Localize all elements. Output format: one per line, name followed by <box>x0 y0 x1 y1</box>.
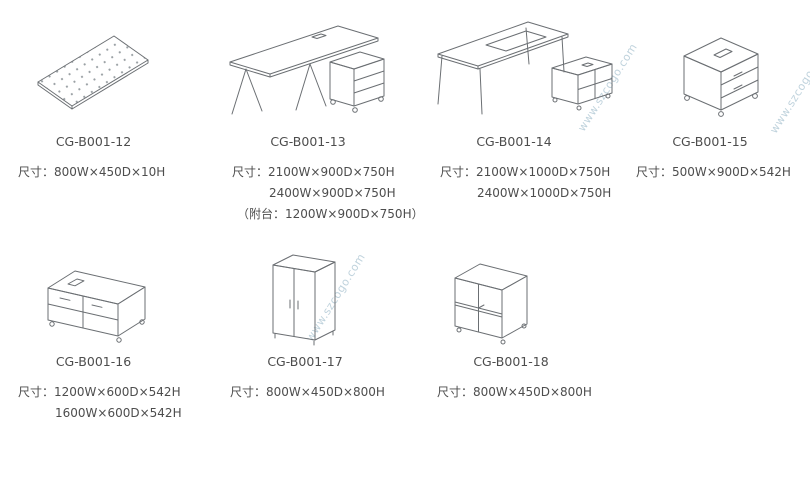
product-dimensions: 尺寸：500W×900D×542H <box>636 162 791 183</box>
dimension-line: 2400W×1000D×750H <box>477 186 612 200</box>
dimension-line: 尺寸：800W×450D×10H <box>18 165 166 179</box>
dimension-line: 尺寸：800W×450D×800H <box>230 385 385 399</box>
l-shaped-desk-drawing <box>226 12 394 122</box>
dimension-line: （附台：1200W×900D×750H） <box>237 207 424 221</box>
product-dimensions: 尺寸：2100W×1000D×750H 2400W×1000D×750H <box>440 162 611 204</box>
low-cabinet-drawing <box>44 258 149 343</box>
product-code: CG-B001-17 <box>267 354 343 369</box>
product-code: CG-B001-13 <box>270 134 346 149</box>
open-shelf-cabinet-drawing <box>450 256 532 348</box>
product-dimensions: 尺寸：800W×450D×800H <box>230 382 385 403</box>
dimension-line: 尺寸：2100W×1000D×750H <box>440 165 611 179</box>
product-code: CG-B001-12 <box>55 134 132 149</box>
dimension-line: 尺寸：500W×900D×542H <box>636 165 791 179</box>
dimension-line: 2400W×900D×750H <box>269 186 396 200</box>
product-dimensions: 尺寸：1200W×600D×542H 1600W×600D×542H <box>18 382 182 424</box>
product-code: CG-B001-16 <box>55 354 132 369</box>
desk-with-credenza-drawing <box>436 12 616 122</box>
product-code: CG-B001-18 <box>473 354 549 369</box>
mobile-pedestal-drawing <box>676 34 766 122</box>
product-dimensions: 尺寸：800W×450D×800H <box>437 382 592 403</box>
dimension-line: 尺寸：1200W×600D×542H <box>18 385 181 399</box>
dimension-line: 尺寸：2100W×900D×750H <box>232 165 395 179</box>
product-code: CG-B001-14 <box>476 134 552 149</box>
product-dimensions: 尺寸：800W×450D×10H <box>18 162 165 183</box>
product-dimensions: 尺寸：2100W×900D×750H 2400W×900D×750H （附台：1… <box>232 162 424 225</box>
panel-screen-drawing <box>36 28 151 118</box>
product-code: CG-B001-15 <box>672 134 748 149</box>
dimension-line: 1600W×600D×542H <box>55 406 182 420</box>
two-door-cabinet-drawing <box>268 250 340 348</box>
dimension-line: 尺寸：800W×450D×800H <box>437 385 592 399</box>
watermark-text: www.szcogo.com <box>767 43 810 136</box>
